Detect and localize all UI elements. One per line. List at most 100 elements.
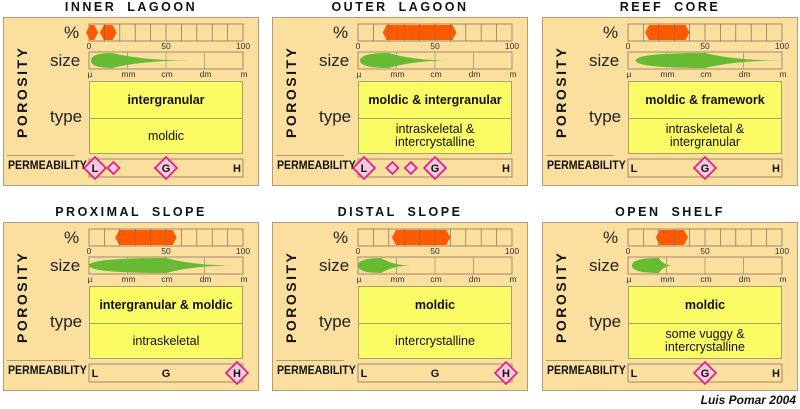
percent-label: % [64, 23, 80, 42]
pore-size-range [359, 53, 451, 68]
panel-title: REEF CORE [619, 0, 721, 14]
size-tick: mm [390, 274, 405, 284]
type-label: type [50, 107, 83, 126]
percent-tick: 50 [161, 41, 171, 51]
permeability-level-H: H [502, 163, 510, 175]
type-label: type [589, 312, 622, 331]
percent-tick: 100 [235, 246, 251, 256]
size-tick: mm [121, 274, 136, 284]
secondary-porosity-type: intraskeletal [132, 333, 200, 348]
porosity-range [99, 25, 117, 40]
percent-tick: 100 [774, 41, 790, 51]
percent-tick: 50 [430, 41, 440, 51]
type-label: type [589, 107, 622, 126]
permeability-level-L: L [631, 163, 638, 175]
divider [276, 155, 344, 156]
size-label: size [589, 51, 620, 70]
size-tick: µ [356, 69, 362, 79]
permeability-marker [153, 155, 179, 181]
size-tick: m [779, 69, 787, 79]
size-tick: mm [660, 69, 675, 79]
permeability-level-G: G [701, 368, 710, 380]
size-tick: µ [356, 274, 362, 284]
size-tick: m [509, 274, 517, 284]
size-tick: dm [468, 69, 481, 79]
panel-title: DISTAL SLOPE [337, 205, 463, 219]
primary-porosity-type: intergranular [90, 82, 242, 119]
size-tick: cm [161, 69, 173, 79]
size-label: size [319, 51, 350, 70]
secondary-porosity-type: intraskeletal & intercrystalline [395, 122, 475, 149]
size-tick: m [779, 274, 787, 284]
porosity-type-box: moldic & intergranular intraskeletal & in… [358, 81, 512, 154]
pore-size-range [635, 53, 782, 68]
size-tick: cm [161, 274, 173, 284]
percent-label: % [603, 23, 619, 42]
permeability-marker [493, 360, 519, 386]
size-tick: cm [700, 274, 712, 284]
size-tick: µ [87, 274, 93, 284]
divider [7, 155, 75, 156]
percent-label: % [333, 228, 349, 247]
permeability-level-H: H [233, 368, 241, 380]
percent-tick: 100 [504, 41, 520, 51]
panel-title: OUTER LAGOON [331, 0, 469, 14]
permeability-level-L: L [361, 368, 368, 380]
size-tick: dm [199, 274, 212, 284]
permeability-marker-small [385, 160, 400, 176]
porosity-range [86, 25, 99, 40]
percent-label: % [333, 23, 349, 42]
percent-label: % [603, 228, 619, 247]
permeability-label: PERMEABILITY [277, 365, 356, 377]
size-tick: mm [121, 69, 136, 79]
permeability-label: PERMEABILITY [8, 365, 87, 377]
porosity-range [645, 25, 690, 40]
percent-tick: 0 [86, 41, 92, 51]
divider [276, 360, 344, 361]
size-tick: dm [738, 69, 751, 79]
porosity-range [655, 230, 688, 245]
primary-porosity-type: moldic [629, 287, 781, 324]
size-tick: dm [738, 274, 751, 284]
primary-porosity-type: moldic & intergranular [359, 82, 511, 119]
permeability-level-H: H [772, 368, 780, 380]
primary-porosity-type: intergranular & moldic [90, 287, 242, 324]
secondary-porosity-type: intraskeletal & intergranular [665, 122, 745, 149]
permeability-level-G: G [431, 368, 440, 380]
permeability-marker [692, 155, 718, 181]
permeability-label: PERMEABILITY [8, 160, 87, 172]
permeability-level-L: L [631, 368, 638, 380]
percent-tick: 0 [625, 246, 631, 256]
size-tick: dm [199, 69, 212, 79]
divider [546, 360, 614, 361]
permeability-marker-small [403, 160, 418, 176]
secondary-porosity-type: intercrystalline [395, 333, 475, 348]
permeability-level-L: L [361, 163, 368, 175]
porosity-type-box: intergranular & moldic intraskeletal [89, 286, 243, 359]
permeability-marker [224, 360, 250, 386]
size-tick: mm [390, 69, 405, 79]
size-tick: m [240, 274, 248, 284]
size-tick: µ [626, 69, 632, 79]
pore-size-range [358, 258, 412, 273]
percent-tick: 100 [774, 246, 790, 256]
permeability-marker-small [106, 160, 121, 176]
pore-size-range [631, 258, 673, 273]
percent-tick: 50 [700, 41, 710, 51]
panel-title: OPEN SHELF [615, 205, 725, 219]
permeability-level-G: G [162, 163, 171, 175]
panel-title: PROXIMAL SLOPE [55, 205, 207, 219]
permeability-level-L: L [92, 163, 99, 175]
type-label: type [319, 312, 352, 331]
